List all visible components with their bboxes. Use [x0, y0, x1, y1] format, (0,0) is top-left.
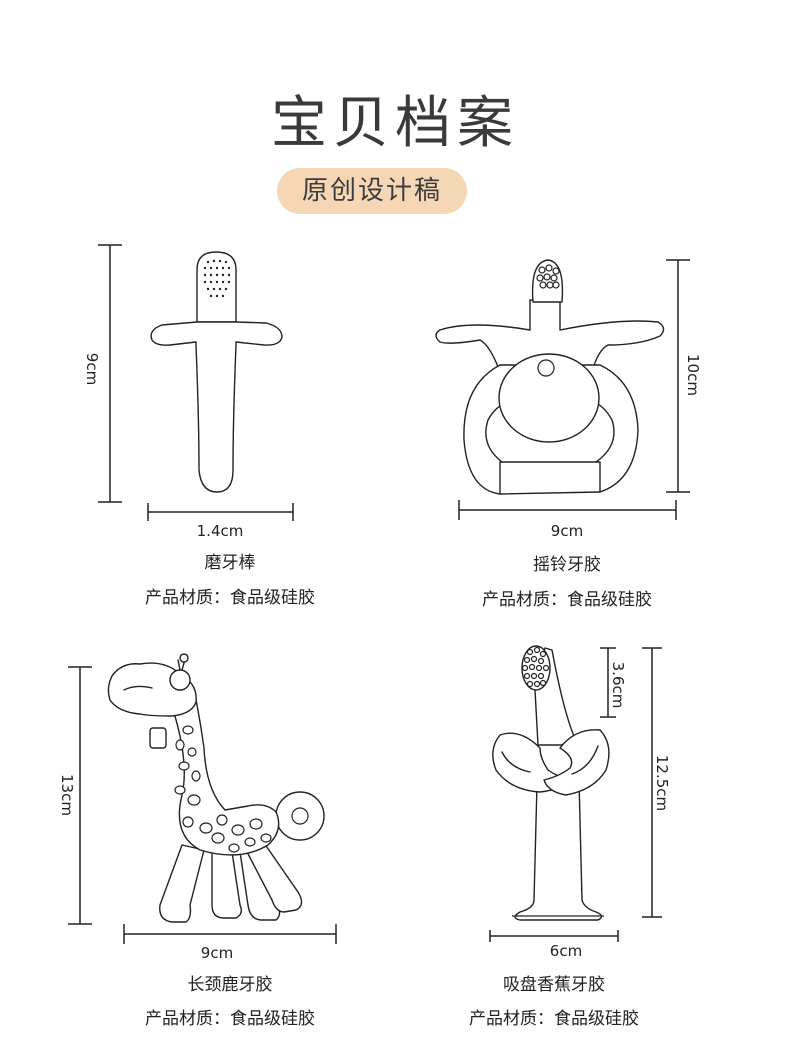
- giraffe-width-dimension: [123, 924, 337, 944]
- banana-brush-label: 3.6cm: [609, 661, 627, 709]
- page-title: 宝贝档案: [271, 91, 519, 156]
- stick-material: 产品材质：食品级硅胶: [145, 588, 315, 608]
- rattle-material: 产品材质：食品级硅胶: [482, 590, 652, 610]
- rattle-width-dimension: [458, 500, 677, 520]
- giraffe-width-label: 9cm: [200, 944, 234, 962]
- banana-height-label: 12.5cm: [653, 754, 671, 812]
- banana-product-name: 吸盘香蕉牙胶: [503, 975, 605, 995]
- stick-product-name: 磨牙棒: [204, 553, 256, 573]
- banana-material: 产品材质：食品级硅胶: [469, 1009, 639, 1029]
- teether-stick-icon: [150, 251, 283, 493]
- stick-height-label: 9cm: [83, 352, 101, 386]
- banana-brush-dimension: [600, 647, 616, 718]
- giraffe-teether-icon: [107, 653, 325, 923]
- rattle-height-label: 10cm: [684, 354, 702, 396]
- rattle-width-label: 9cm: [550, 522, 584, 540]
- original-design-badge: 原创设计稿: [277, 168, 467, 214]
- banana-width-label: 6cm: [549, 942, 583, 960]
- stick-width-dimension: [147, 503, 294, 521]
- giraffe-height-dimension: [68, 666, 92, 925]
- banana-width-dimension: [489, 930, 619, 942]
- giraffe-material: 产品材质：食品级硅胶: [145, 1009, 315, 1029]
- stick-height-dimension: [98, 244, 122, 503]
- rattle-teether-icon: [435, 259, 665, 495]
- banana-teether-icon: [492, 645, 610, 921]
- stick-width-label: 1.4cm: [196, 522, 244, 540]
- banana-height-dimension: [642, 647, 662, 918]
- giraffe-product-name: 长颈鹿牙胶: [187, 975, 273, 995]
- rattle-height-dimension: [666, 259, 690, 493]
- giraffe-height-label: 13cm: [58, 774, 76, 816]
- rattle-product-name: 摇铃牙胶: [533, 555, 601, 575]
